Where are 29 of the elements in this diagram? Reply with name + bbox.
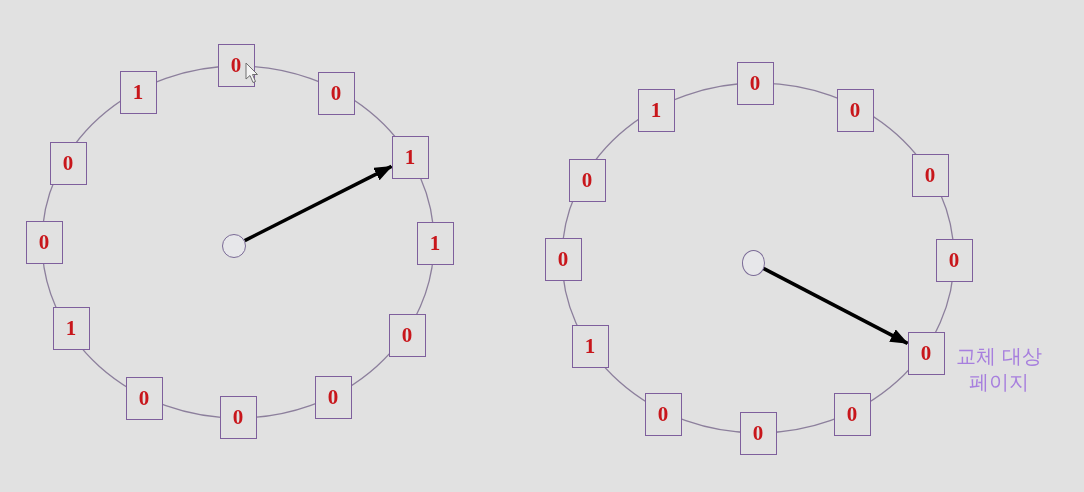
hub-circle [222, 234, 246, 258]
page-box: 0 [314, 375, 352, 419]
page-box: 0 [833, 392, 871, 436]
page-box: 0 [644, 392, 682, 436]
page-box: 1 [637, 88, 675, 132]
page-box: 0 [388, 313, 426, 357]
page-box: 1 [119, 70, 157, 114]
page-box: 1 [571, 324, 609, 368]
page-box: 0 [49, 141, 87, 185]
page-box: 0 [836, 88, 874, 132]
page-box: 0 [739, 411, 777, 455]
page-box: 0 [544, 237, 582, 281]
callout-label: 교체 대상 페이지 [954, 343, 1044, 395]
page-box: 0 [25, 220, 63, 264]
page-box: 0 [217, 43, 255, 87]
page-box: 0 [907, 331, 945, 375]
page-box: 0 [736, 61, 774, 105]
page-box: 0 [219, 395, 257, 439]
page-box: 1 [52, 306, 90, 350]
clock-hand-arrow [243, 164, 393, 243]
page-box: 0 [935, 238, 973, 282]
page-box: 0 [911, 153, 949, 197]
clock-hand-arrow [762, 266, 909, 345]
page-box: 1 [416, 221, 454, 265]
page-box: 1 [391, 135, 429, 179]
hub-circle [741, 250, 765, 276]
page-box: 0 [568, 158, 606, 202]
page-box: 0 [317, 71, 355, 115]
page-box: 0 [125, 376, 163, 420]
